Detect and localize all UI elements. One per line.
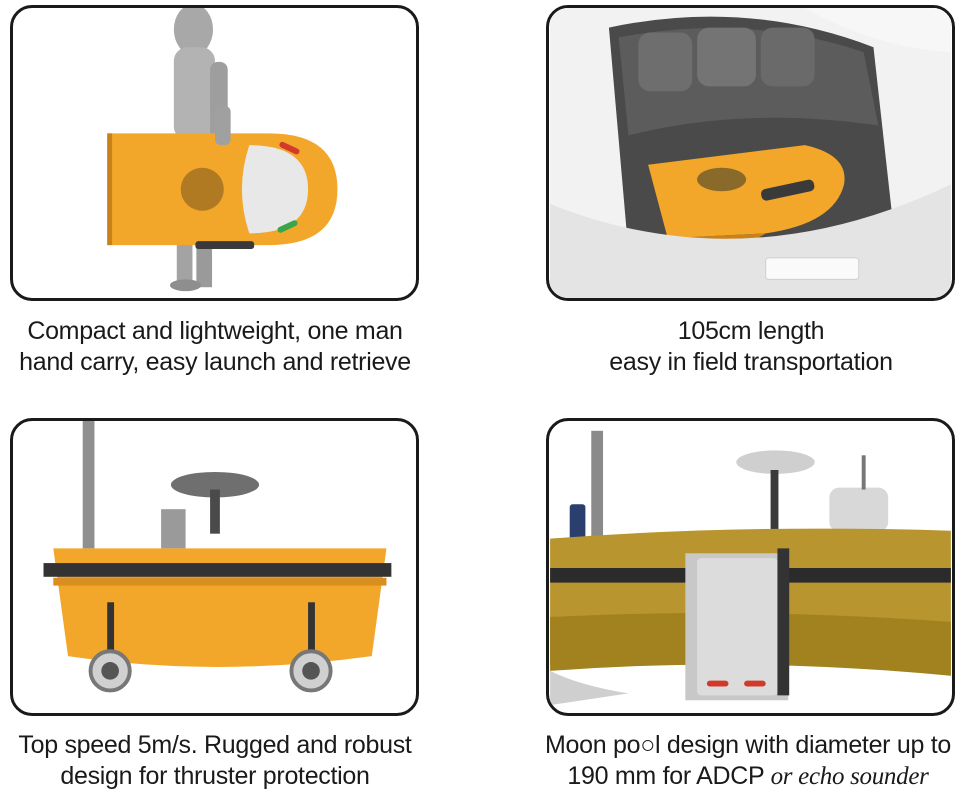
caption-line: hand carry, easy launch and retrieve (19, 348, 411, 376)
caption-transport: 105cm length easy in field transportatio… (536, 316, 964, 378)
caption-line-text: 190 mm for ADCP (567, 762, 771, 790)
caption-line: Moon po○l design with diameter up to (545, 731, 951, 759)
caption-moon-pool: Moon po○l design with diameter up to 190… (532, 730, 964, 792)
feature-image-thrusters (10, 418, 419, 716)
caption-hand-carry: Compact and lightweight, one man hand ca… (0, 316, 430, 378)
caption-tail-text: or echo sounder (770, 763, 929, 790)
caption-line: design for thruster protection (60, 762, 370, 790)
boat-rear-illustration (43, 421, 392, 693)
caption-line: Compact and lightweight, one man (27, 317, 403, 345)
boat-in-trunk-illustration (550, 8, 951, 298)
feature-image-transport (546, 5, 955, 301)
feature-image-hand-carry (10, 5, 419, 301)
boat-carry-illustration (107, 8, 338, 292)
caption-line: Top speed 5m/s. Rugged and robust (18, 731, 412, 759)
caption-line: 105cm length (677, 317, 825, 345)
moon-pool-cutaway-illustration (550, 430, 951, 706)
feature-image-moon-pool (546, 418, 955, 716)
caption-thrusters: Top speed 5m/s. Rugged and robust design… (0, 730, 430, 792)
caption-line-with-tail: 190 mm for ADCP or echo sounder (532, 761, 964, 792)
caption-line: easy in field transportation (609, 348, 893, 376)
